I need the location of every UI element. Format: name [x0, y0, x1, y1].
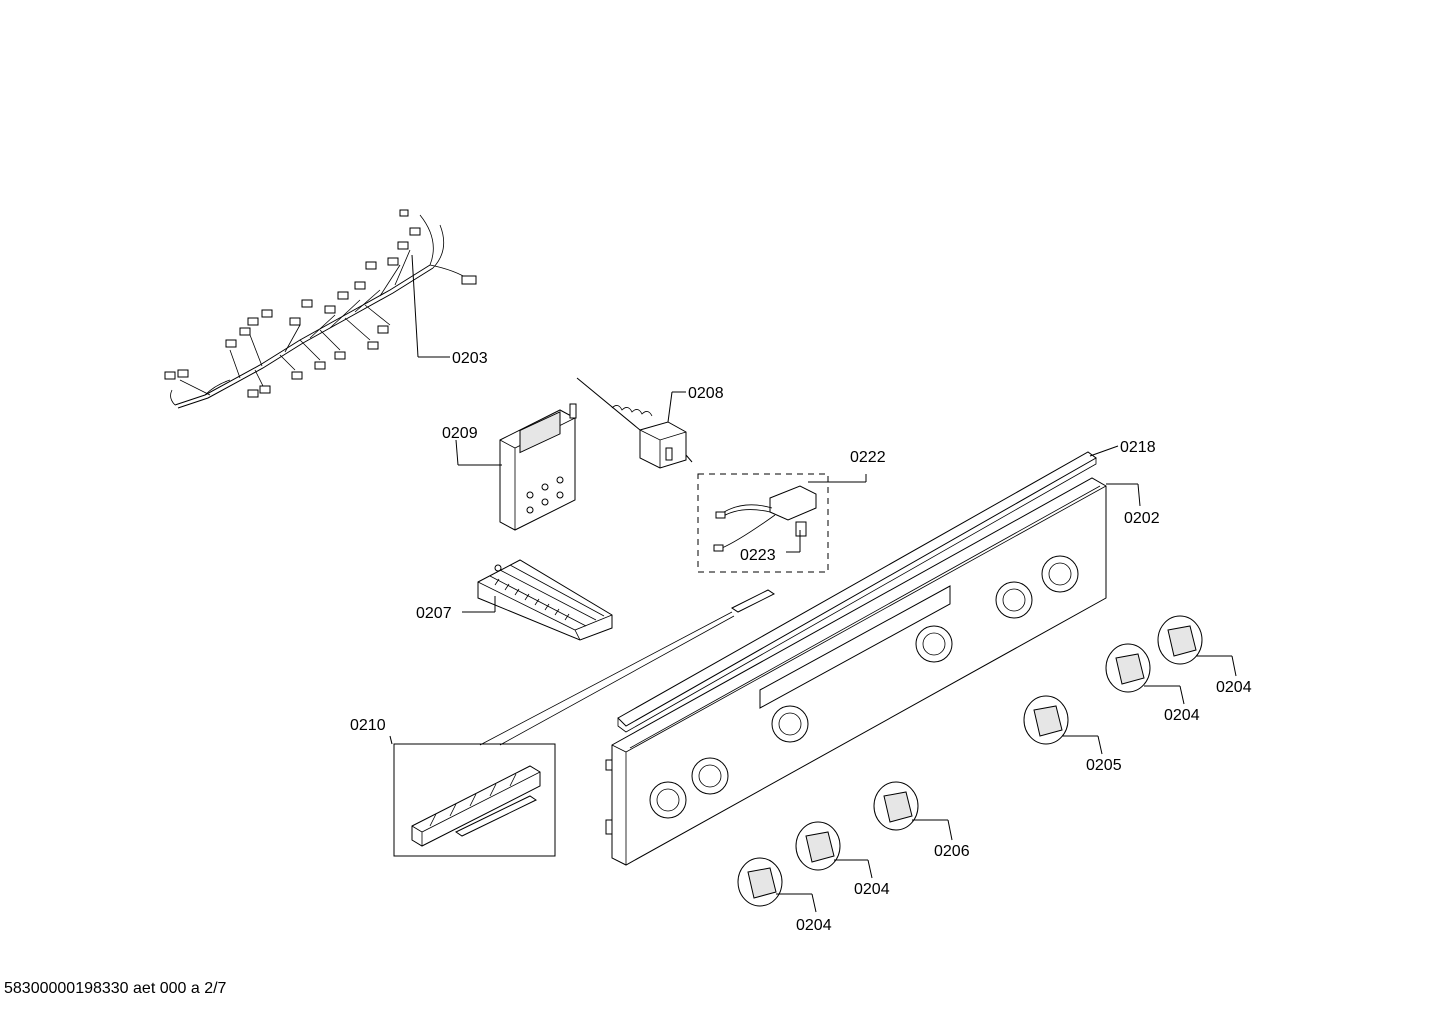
callout-0204-c: 0204: [854, 881, 890, 898]
knob-openings: [649, 555, 1079, 819]
callout-0208: 0208: [688, 385, 724, 402]
callout-0204-a: 0204: [1216, 679, 1252, 696]
knob-0206: [873, 781, 919, 831]
connector-strip: [411, 765, 541, 847]
callout-0223: 0223: [740, 547, 776, 564]
switch-cable: [713, 485, 817, 552]
callout-0206: 0206: [934, 843, 970, 860]
knob-0204-a: [1157, 615, 1203, 665]
knob-0205: [1023, 695, 1069, 745]
detail-box-0222: [697, 473, 829, 573]
callout-0204-b: 0204: [1164, 707, 1200, 724]
panel-strip: [617, 451, 1097, 733]
callout-0218: 0218: [1120, 439, 1156, 456]
callout-0203: 0203: [452, 350, 488, 367]
thermostat: [576, 377, 693, 469]
callout-0210: 0210: [350, 717, 386, 734]
harness-connectors: [164, 209, 477, 398]
timer-module: [499, 403, 577, 531]
terminal-block: [477, 559, 613, 641]
knob-group: [737, 615, 1203, 907]
callout-0202: 0202: [1124, 510, 1160, 527]
control-panel: [605, 477, 1107, 866]
callout-0204-d: 0204: [796, 917, 832, 934]
document-code: 58300000198330 aet 000 a 2/7: [4, 980, 227, 997]
knob-0204-b: [1105, 643, 1151, 693]
sensor-lead: [479, 589, 775, 746]
knob-0204-c: [795, 821, 841, 871]
wiring-harness: [164, 209, 477, 409]
callout-0209: 0209: [442, 425, 478, 442]
knob-0204-d: [737, 857, 783, 907]
callout-0207: 0207: [416, 605, 452, 622]
detail-box-0210: [393, 743, 556, 857]
callout-0205: 0205: [1086, 757, 1122, 774]
callout-0222: 0222: [850, 449, 886, 466]
